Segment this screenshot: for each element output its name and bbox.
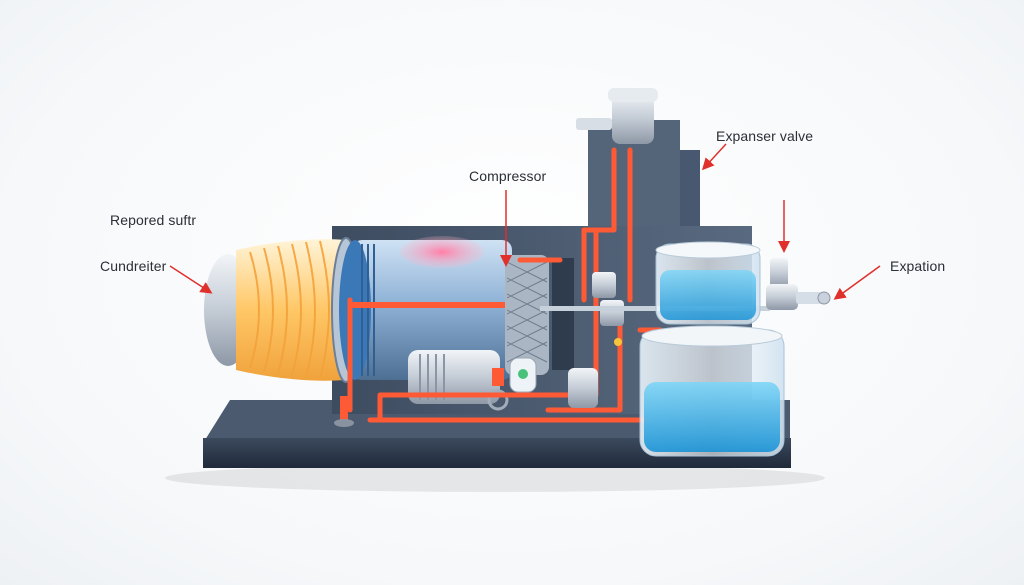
- evaporator-coil: [505, 255, 574, 375]
- condenser-label: Cundreiter: [100, 258, 166, 274]
- support-leg: [340, 396, 348, 422]
- expansion-valve-arrow: [704, 144, 726, 168]
- support-foot: [334, 419, 354, 427]
- condenser-fan: [204, 238, 360, 382]
- expansion-label: Expation: [890, 258, 945, 274]
- base-shadow: [165, 464, 825, 492]
- expansion-arrow: [836, 266, 880, 298]
- expansion-fitting: [766, 258, 830, 310]
- upper-liquid-tank: [656, 242, 760, 324]
- lower-liquid-tank: [640, 326, 784, 456]
- compressor-label: Compressor: [469, 168, 546, 184]
- reported-surface-label: Repored suftr: [110, 212, 196, 228]
- condenser-arrow: [170, 266, 210, 292]
- expansion-valve-label: Expanser valve: [716, 128, 813, 144]
